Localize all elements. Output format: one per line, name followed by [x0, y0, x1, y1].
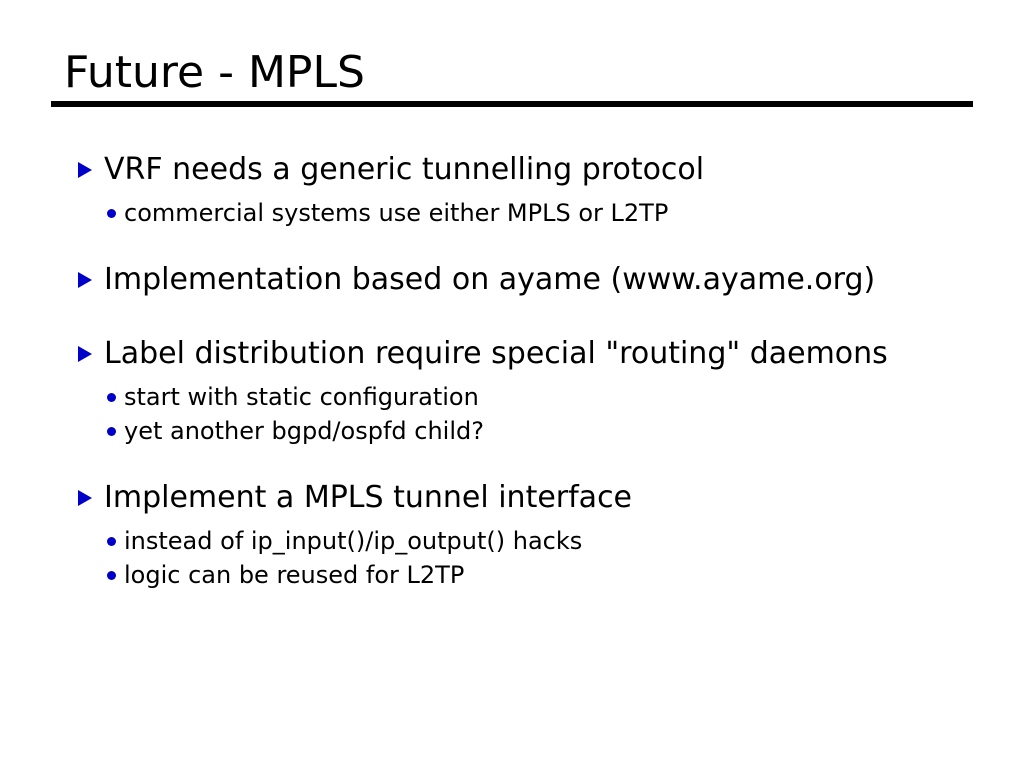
bullet-level2-label: commercial systems use either MPLS or L2… — [124, 199, 669, 227]
bullet-level2: start with static configuration — [0, 380, 1024, 414]
sub-bullet-list: start with static configuration yet anot… — [0, 380, 1024, 448]
bullet-level2-label: start with static configuration — [124, 383, 479, 411]
dot-bullet-icon — [107, 571, 116, 580]
bullet-level2: yet another bgpd/ospfd child? — [0, 414, 1024, 448]
slide-content: VRF needs a generic tunnelling protocol … — [0, 146, 1024, 592]
triangle-bullet-icon — [78, 490, 92, 506]
triangle-bullet-icon — [78, 346, 92, 362]
dot-bullet-icon — [107, 427, 116, 436]
bullet-level1: Implement a MPLS tunnel interface — [0, 474, 1024, 522]
bullet-level1-label: Implement a MPLS tunnel interface — [104, 480, 633, 515]
dot-bullet-icon — [107, 209, 116, 218]
bullet-group: VRF needs a generic tunnelling protocol … — [0, 146, 1024, 230]
bullet-level1: Implementation based on ayame (www.ayame… — [0, 256, 1024, 304]
bullet-level2-label: instead of ip_input()/ip_output() hacks — [124, 527, 583, 555]
bullet-level2-label: yet another bgpd/ospfd child? — [124, 417, 484, 445]
bullet-level1-label: Implementation based on ayame (www.ayame… — [104, 262, 876, 297]
triangle-bullet-icon — [78, 272, 92, 288]
bullet-level1: Label distribution require special "rout… — [0, 330, 1024, 378]
bullet-level1: VRF needs a generic tunnelling protocol — [0, 146, 1024, 194]
bullet-level2: commercial systems use either MPLS or L2… — [0, 196, 1024, 230]
bullet-group: Label distribution require special "rout… — [0, 330, 1024, 448]
bullet-level2: instead of ip_input()/ip_output() hacks — [0, 524, 1024, 558]
slide-title-block: Future - MPLS — [51, 48, 973, 107]
page-title: Future - MPLS — [64, 47, 365, 98]
sub-bullet-list: instead of ip_input()/ip_output() hacks … — [0, 524, 1024, 592]
sub-bullet-list: commercial systems use either MPLS or L2… — [0, 196, 1024, 230]
title-underline-rule — [51, 101, 973, 107]
bullet-level1-label: VRF needs a generic tunnelling protocol — [104, 152, 705, 187]
bullet-level2-label: logic can be reused for L2TP — [124, 561, 465, 589]
triangle-bullet-icon — [78, 162, 92, 178]
bullet-level2: logic can be reused for L2TP — [0, 558, 1024, 592]
bullet-level1-label: Label distribution require special "rout… — [104, 336, 888, 371]
bullet-group: Implementation based on ayame (www.ayame… — [0, 256, 1024, 304]
dot-bullet-icon — [107, 537, 116, 546]
dot-bullet-icon — [107, 393, 116, 402]
bullet-group: Implement a MPLS tunnel interface instea… — [0, 474, 1024, 592]
